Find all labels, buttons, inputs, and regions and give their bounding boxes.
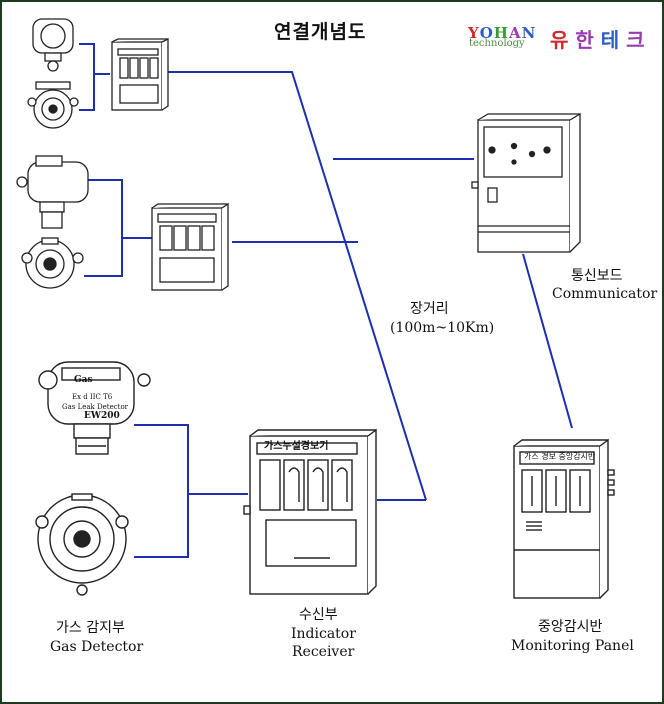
logo-tagline: technology (469, 38, 525, 49)
receiver-label-ko: 수신부 (299, 607, 338, 623)
gas-detector-large-1 (38, 361, 151, 455)
receiver-label-en-2: Receiver (292, 644, 355, 660)
wiring (79, 43, 573, 558)
indicator-receiver-small (111, 37, 169, 111)
gas-detector-small-2 (27, 81, 79, 129)
gas-detector-small-1 (32, 18, 74, 72)
detector-label-gas: Gas (74, 375, 93, 385)
logo-brand: YOHAN (468, 24, 536, 42)
logo-letter-1: Y (468, 24, 480, 42)
logo-korean-char-1: 유 (550, 28, 569, 52)
gas-detector-label-ko: 가스 감지부 (56, 620, 125, 636)
receiver-panel-title: 가스누설경보기 (264, 441, 329, 452)
detector-label-brand: EW200 (84, 411, 120, 421)
gas-detector-medium-1 (16, 155, 89, 229)
communicator-cabinet (471, 112, 581, 253)
monitoring-panel-cabinet (513, 438, 615, 599)
wire-small-detectors (79, 43, 110, 111)
monitoring-panel-label-en: Monitoring Panel (511, 638, 634, 654)
logo-korean-char-2: 한 (575, 28, 594, 52)
logo-letter-5: N (521, 24, 537, 42)
logo-korean-char-3: 테 (600, 28, 620, 52)
indicator-receiver-large (243, 428, 377, 595)
logo-korean-char-4: 크 (626, 28, 645, 52)
logo-korean: 유 한 테 크 (550, 24, 645, 53)
gas-detector-medium-2 (21, 237, 84, 289)
wire-receiver-1 (168, 71, 427, 501)
logo-letter-3: H (493, 24, 509, 42)
receiver-label-en-1: Indicator (291, 626, 356, 642)
monitoring-panel-label-ko: 중앙감시반 (538, 619, 603, 635)
wire-communicator-monitor (522, 253, 573, 429)
long-distance-range: (100m~10Km) (390, 320, 495, 336)
monitoring-panel-title: 가스 경보 중앙감시반 (524, 452, 596, 461)
diagram-title: 연결개념도 (274, 21, 367, 43)
logo-letter-2: O (479, 24, 494, 42)
gas-detector-label-en: Gas Detector (50, 639, 144, 655)
detector-label-model: Ex d IIC T6 (72, 393, 113, 401)
indicator-receiver-medium (151, 202, 229, 291)
wire-medium-detectors (84, 179, 152, 277)
communicator-label-en: Communicator (552, 286, 658, 302)
detector-label-line: Gas Leak Detector (62, 403, 129, 411)
long-distance-label: 장거리 (410, 301, 449, 317)
logo-letter-4: A (508, 24, 522, 42)
wire-large-detectors (134, 424, 248, 558)
communicator-label-ko: 통신보드 (571, 268, 623, 284)
gas-detector-large-2 (35, 493, 129, 596)
